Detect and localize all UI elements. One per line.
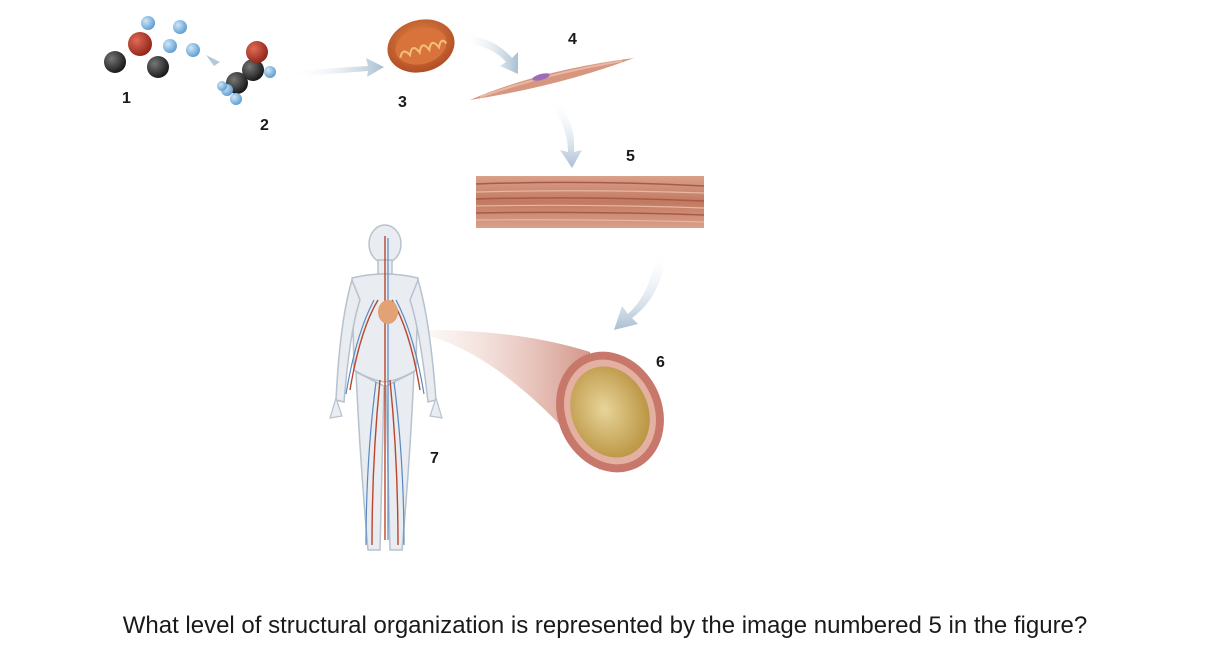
arrow-5-to-6 [614,250,666,330]
molecule-icon [217,41,276,105]
label-2: 2 [260,117,269,134]
label-6: 6 [656,354,665,371]
label-1: 1 [122,90,131,107]
question-text: What level of structural organization is… [122,612,1088,639]
arrow-1-to-2 [206,55,220,66]
label-4: 4 [568,31,577,48]
label-7: 7 [430,450,439,467]
smooth-muscle-cell-icon [470,58,634,100]
mitochondrion-icon [387,19,455,73]
arrow-4-to-5 [548,98,582,168]
muscle-tissue-icon [475,176,705,228]
structural-organization-figure: 1 2 3 4 5 6 7 [104,16,705,551]
blood-vessel-icon [428,330,664,473]
human-cardiovascular-system-icon [329,224,443,551]
atoms-icon [104,16,200,78]
label-5: 5 [626,148,635,165]
label-3: 3 [398,94,407,111]
arrow-3-to-4 [462,34,518,74]
arrow-2-to-3 [290,58,384,77]
